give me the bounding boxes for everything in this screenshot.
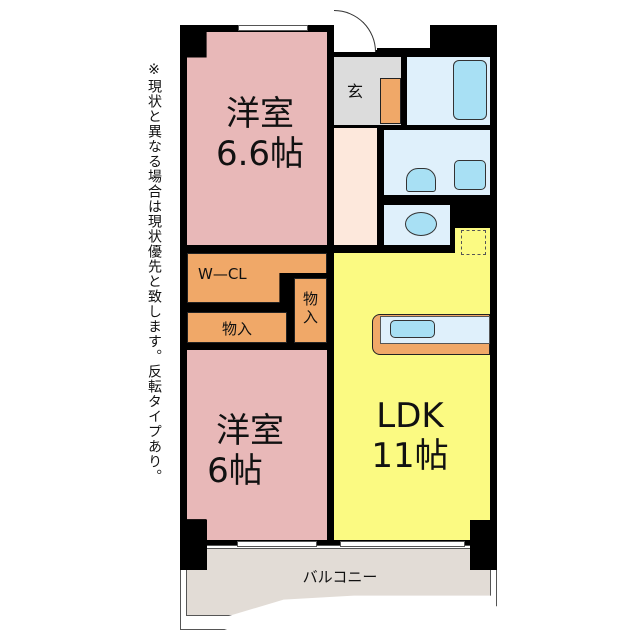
pillar [180, 520, 207, 570]
balcony-label: バルコニー [302, 568, 378, 586]
room-label: 洋室 [216, 411, 284, 451]
window [238, 25, 308, 31]
bathtub [453, 60, 487, 120]
window [237, 541, 317, 547]
washing-machine [454, 160, 486, 190]
front-door [334, 10, 376, 52]
pillar [470, 520, 497, 570]
vent-icon [461, 230, 486, 255]
toilet [405, 212, 437, 236]
storage-horizontal [187, 312, 287, 343]
western-room-2 [187, 350, 327, 540]
wall-corner [430, 25, 497, 55]
window [340, 541, 465, 547]
disclaimer-note: ※現状と異なる場合は現状優先と致します。反転タイプあり。 [146, 62, 162, 484]
room-label: LDK [376, 396, 444, 436]
room-size: 6帖 [207, 451, 263, 491]
closet-label: W—CL [198, 265, 247, 283]
entrance-label: 玄 [346, 82, 363, 101]
storage-label: 物入 [221, 320, 252, 338]
room-size: 11帖 [371, 436, 449, 476]
storage-vertical [294, 278, 327, 343]
storage-label: 物 入 [302, 290, 318, 326]
shoe-cabinet [380, 78, 401, 124]
ldk [334, 253, 490, 540]
corridor [334, 128, 377, 245]
ldk-upper [455, 228, 490, 258]
room-size: 6.6帖 [215, 134, 305, 174]
room-label: 洋室 [226, 94, 294, 134]
sink [390, 320, 435, 338]
western-room-1 [187, 32, 327, 245]
wash-basin [406, 168, 436, 192]
